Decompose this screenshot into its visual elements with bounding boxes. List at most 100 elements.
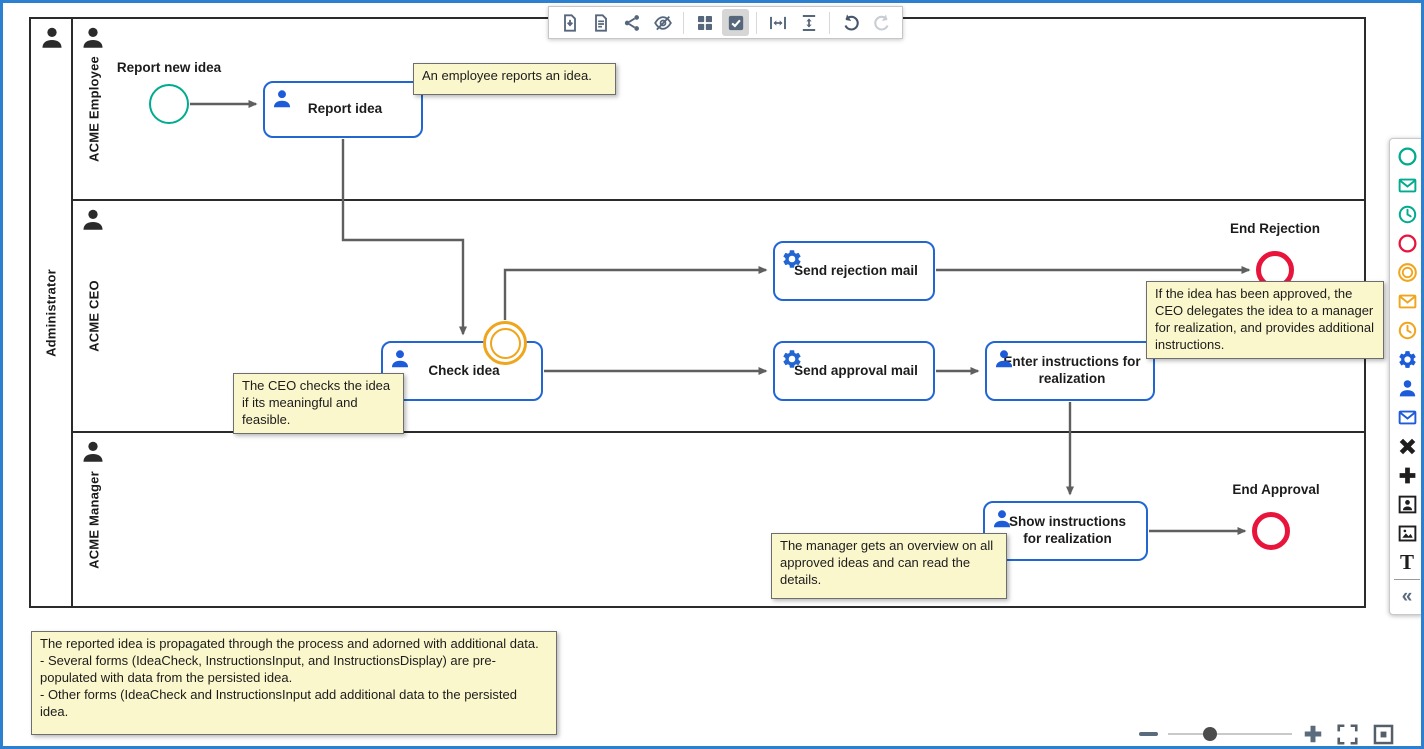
redo-icon bbox=[872, 13, 892, 33]
editor-toolbar bbox=[548, 6, 903, 39]
fit-height-icon bbox=[799, 13, 819, 33]
annotation-ceo-checks[interactable]: The CEO checks the idea if its meaningfu… bbox=[233, 373, 404, 434]
start-event-icon bbox=[1397, 146, 1418, 167]
task-enter-instructions[interactable]: Enter instructions for realization bbox=[985, 341, 1155, 401]
fit-width-icon bbox=[768, 13, 788, 33]
annotation-manager-overview[interactable]: The manager gets an overview on all appr… bbox=[771, 533, 1007, 599]
lane-acme-ceo[interactable]: ACME CEO bbox=[73, 199, 1364, 431]
image-icon bbox=[1397, 523, 1418, 544]
user-task-icon bbox=[271, 88, 293, 110]
lane-person-icon bbox=[79, 25, 107, 51]
share-button[interactable] bbox=[618, 9, 645, 36]
annotation-employee-reports[interactable]: An employee reports an idea. bbox=[413, 63, 616, 95]
document-icon bbox=[591, 13, 611, 33]
task-check-idea[interactable]: Check idea bbox=[381, 341, 543, 401]
exclusive-gateway-icon bbox=[1397, 436, 1418, 457]
timer-intermediate-icon bbox=[1397, 320, 1418, 341]
toolbar-divider bbox=[683, 11, 684, 34]
palette-image[interactable] bbox=[1390, 519, 1424, 548]
zoom-in-button[interactable] bbox=[1302, 723, 1324, 745]
annotation-reported-idea-propagated[interactable]: The reported idea is propagated through … bbox=[31, 631, 557, 735]
undo-icon bbox=[841, 13, 861, 33]
palette-timer-start-event[interactable] bbox=[1390, 200, 1424, 229]
task-send-rejection-mail[interactable]: Send rejection mail bbox=[773, 241, 935, 301]
pool-header[interactable]: Administrator bbox=[31, 19, 73, 606]
palette-timer-intermediate-event[interactable] bbox=[1390, 316, 1424, 345]
palette-collapse-button[interactable]: « bbox=[1390, 582, 1421, 611]
palette-start-event[interactable] bbox=[1390, 142, 1424, 171]
document-button[interactable] bbox=[587, 9, 614, 36]
fit-height-button[interactable] bbox=[795, 9, 822, 36]
palette-message-start-event[interactable] bbox=[1390, 171, 1424, 200]
zoom-slider-handle[interactable] bbox=[1203, 727, 1217, 742]
lane-acme-manager[interactable]: ACME Manager bbox=[73, 431, 1364, 606]
boundary-intermediate-event[interactable] bbox=[483, 321, 527, 365]
end-approval-label: End Approval bbox=[1232, 482, 1320, 497]
collapse-chevrons-icon: « bbox=[1401, 586, 1413, 607]
lane-label: ACME Manager bbox=[86, 470, 102, 569]
zoom-slider[interactable] bbox=[1168, 727, 1292, 742]
palette-text-annotation[interactable]: T bbox=[1390, 548, 1421, 577]
pool-label: Administrator bbox=[43, 268, 59, 357]
hide-preview-button[interactable] bbox=[649, 9, 676, 36]
user-task-icon bbox=[1397, 378, 1418, 399]
palette-divider bbox=[1394, 579, 1420, 580]
grid-icon bbox=[695, 13, 715, 33]
palette-end-event[interactable] bbox=[1390, 229, 1424, 258]
palette-intermediate-event[interactable] bbox=[1390, 258, 1424, 287]
palette-participant[interactable] bbox=[1390, 490, 1424, 519]
fit-width-button[interactable] bbox=[764, 9, 791, 36]
participant-icon bbox=[38, 25, 66, 51]
lane-person-icon bbox=[79, 439, 107, 465]
participant-icon bbox=[1397, 494, 1418, 515]
export-file-button[interactable] bbox=[556, 9, 583, 36]
task-show-instructions[interactable]: Show instructions for realization bbox=[983, 501, 1148, 561]
parallel-gateway-icon bbox=[1397, 465, 1418, 486]
palette-parallel-gateway[interactable] bbox=[1390, 461, 1424, 490]
palette-message-intermediate-event[interactable] bbox=[1390, 287, 1424, 316]
service-task-icon bbox=[781, 348, 803, 370]
toolbar-divider bbox=[829, 11, 830, 34]
task-label: Send approval mail bbox=[794, 362, 918, 378]
task-send-approval-mail[interactable]: Send approval mail bbox=[773, 341, 935, 401]
task-label: Send rejection mail bbox=[794, 262, 918, 278]
multi-select-button[interactable] bbox=[722, 9, 749, 36]
task-label: Show instructions for realization bbox=[1008, 514, 1126, 546]
annotation-idea-approved[interactable]: If the idea has been approved, the CEO d… bbox=[1146, 281, 1384, 359]
send-task-icon bbox=[1397, 407, 1418, 428]
service-task-icon bbox=[1397, 349, 1418, 370]
shape-palette: T « bbox=[1389, 138, 1424, 615]
undo-button[interactable] bbox=[837, 9, 864, 36]
palette-user-task[interactable] bbox=[1390, 374, 1424, 403]
palette-service-task[interactable] bbox=[1390, 345, 1424, 374]
text-tool-icon: T bbox=[1399, 550, 1414, 574]
eye-off-icon bbox=[653, 13, 673, 33]
redo-button[interactable] bbox=[868, 9, 895, 36]
toolbar-divider bbox=[756, 11, 757, 34]
service-task-icon bbox=[781, 248, 803, 270]
lane-person-icon bbox=[79, 207, 107, 233]
task-report-idea[interactable]: Report idea bbox=[263, 81, 423, 138]
checkbox-icon bbox=[726, 13, 746, 33]
user-task-icon bbox=[991, 508, 1013, 530]
task-label: Report idea bbox=[307, 101, 383, 117]
task-label: Enter instructions for realization bbox=[1003, 354, 1141, 386]
palette-exclusive-gateway[interactable] bbox=[1390, 432, 1424, 461]
message-start-icon bbox=[1397, 175, 1418, 196]
fullscreen-button[interactable] bbox=[1335, 722, 1360, 747]
start-event-label: Report new idea bbox=[116, 60, 222, 75]
zoom-out-button[interactable] bbox=[1139, 732, 1158, 736]
start-event[interactable] bbox=[149, 84, 189, 124]
end-rejection-label: End Rejection bbox=[1229, 221, 1320, 236]
end-event-approval[interactable] bbox=[1252, 512, 1290, 550]
grid-layout-button[interactable] bbox=[691, 9, 718, 36]
palette-send-task[interactable] bbox=[1390, 403, 1424, 432]
task-label: Check idea bbox=[428, 362, 500, 378]
timer-start-icon bbox=[1397, 204, 1418, 225]
lane-label: ACME CEO bbox=[86, 280, 102, 352]
user-task-icon bbox=[389, 348, 411, 370]
fit-to-screen-button[interactable] bbox=[1371, 722, 1396, 747]
share-icon bbox=[622, 13, 642, 33]
user-task-icon bbox=[993, 348, 1015, 370]
